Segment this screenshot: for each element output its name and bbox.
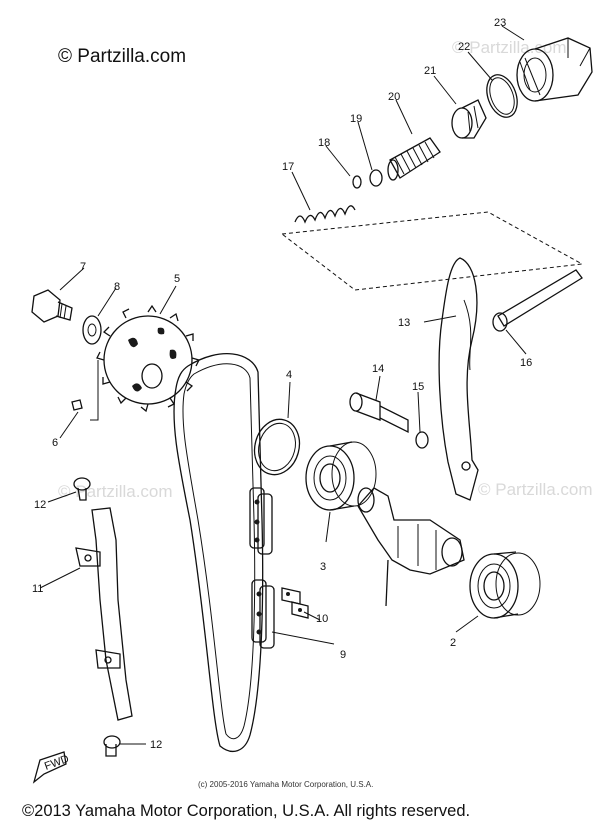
callout-8: 8 [114,281,120,293]
part-10-link-plate [281,587,309,619]
assembly-dashed-box [280,211,584,291]
part-23-cap [516,37,593,102]
callout-11: 11 [32,583,43,595]
leader-lines [39,25,527,745]
footer-copyright: ©2013 Yamaha Motor Corporation, U.S.A. A… [22,802,471,820]
callout-2: 2 [450,637,456,649]
small-copyright: (c) 2005-2016 Yamaha Motor Corporation, … [198,780,374,789]
callout-12-lower: 12 [150,739,162,751]
part-19-washer [369,169,383,187]
callout-4: 4 [286,369,292,381]
part-7-bolt [31,289,73,323]
part-4-circlip [253,418,301,476]
callout-18: 18 [318,137,330,149]
fwd-label: FWD [43,753,71,773]
part-11-guide [75,507,133,721]
callout-9: 9 [340,649,346,661]
faint-watermark-top-right: © Partzilla.com [452,38,567,57]
part-8-washer [82,315,102,345]
part-3-bearing [305,441,377,511]
faint-watermark-right: © Partzilla.com [478,480,593,499]
callout-20: 20 [388,91,400,103]
part-17-spring [294,205,356,224]
part-2-bearing [469,551,541,619]
part-18-washer [352,175,362,189]
callout-7: 7 [80,261,86,273]
part-14-bolt [349,392,409,434]
cam-chain [173,353,264,753]
callout-12-upper: 12 [34,499,46,511]
partzilla-watermark: © Partzilla.com [58,46,187,67]
camshaft [357,487,465,607]
callout-19: 19 [350,113,362,125]
part-12-bolt-upper [73,477,91,501]
part-9-chain-links [251,579,275,649]
callout-17: 17 [282,161,294,173]
callout-14: 14 [372,363,384,375]
part-16-pin [492,269,583,332]
part-13-guide [438,257,479,501]
part-15-clip [415,431,429,449]
callout-numbers: 2 3 4 5 6 7 8 9 10 11 12 12 13 14 15 16 … [32,17,532,751]
callout-23: 23 [494,17,506,29]
part-21-nut [451,99,487,139]
callout-16: 16 [520,357,532,369]
callout-22: 22 [458,41,470,53]
part-12-bolt-lower [103,735,121,757]
part-20-adjuster [387,137,441,181]
callout-5: 5 [174,273,180,285]
part-6-pin [71,399,83,411]
callout-3: 3 [320,561,326,573]
callout-10: 10 [316,613,328,625]
chain-links-upper [249,487,273,555]
callout-21: 21 [424,65,436,77]
callout-6: 6 [52,437,58,449]
fwd-arrow-icon: FWD [32,751,71,784]
callout-15: 15 [412,381,424,393]
part-22-o-ring [486,74,518,118]
callout-13: 13 [398,317,410,329]
